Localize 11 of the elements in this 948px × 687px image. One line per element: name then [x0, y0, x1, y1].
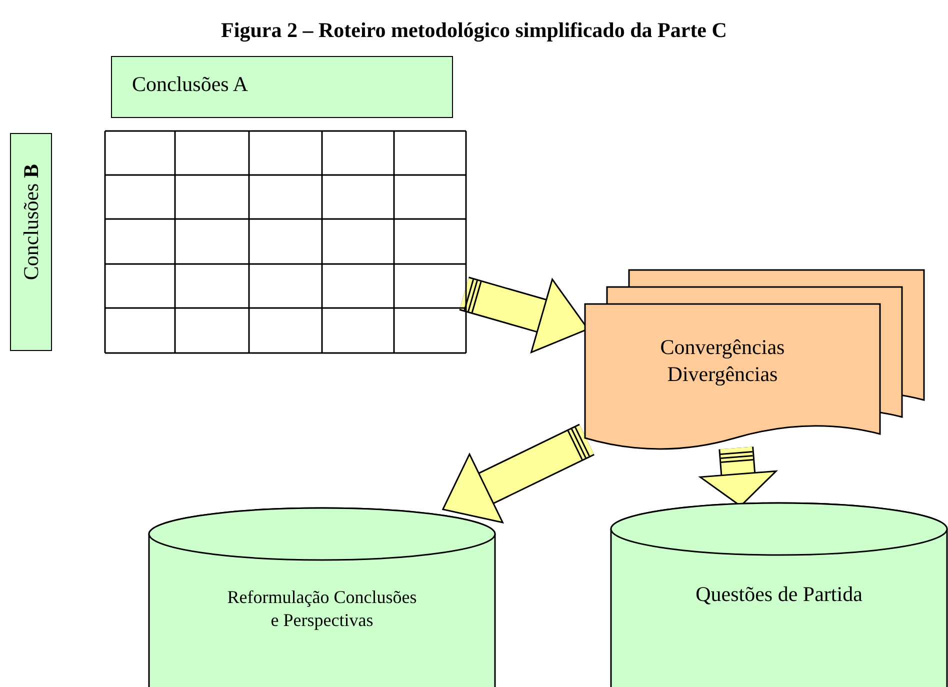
cylinder	[610, 503, 948, 687]
process-box	[10, 133, 52, 351]
node-label: Reformulação Conclusões e Perspectivas	[226, 586, 418, 632]
node-label: Conclusões B	[19, 164, 43, 280]
process-box	[111, 56, 453, 118]
cylinder	[148, 508, 496, 687]
empty-grid	[105, 131, 466, 353]
node-label: Convergências Divergências	[659, 334, 786, 388]
node-label: Conclusões A	[132, 71, 248, 98]
figure-title: Figura 2 – Roteiro metodológico simplificado da Parte C	[220, 18, 728, 43]
node-label: Questões de Partida	[694, 581, 864, 608]
